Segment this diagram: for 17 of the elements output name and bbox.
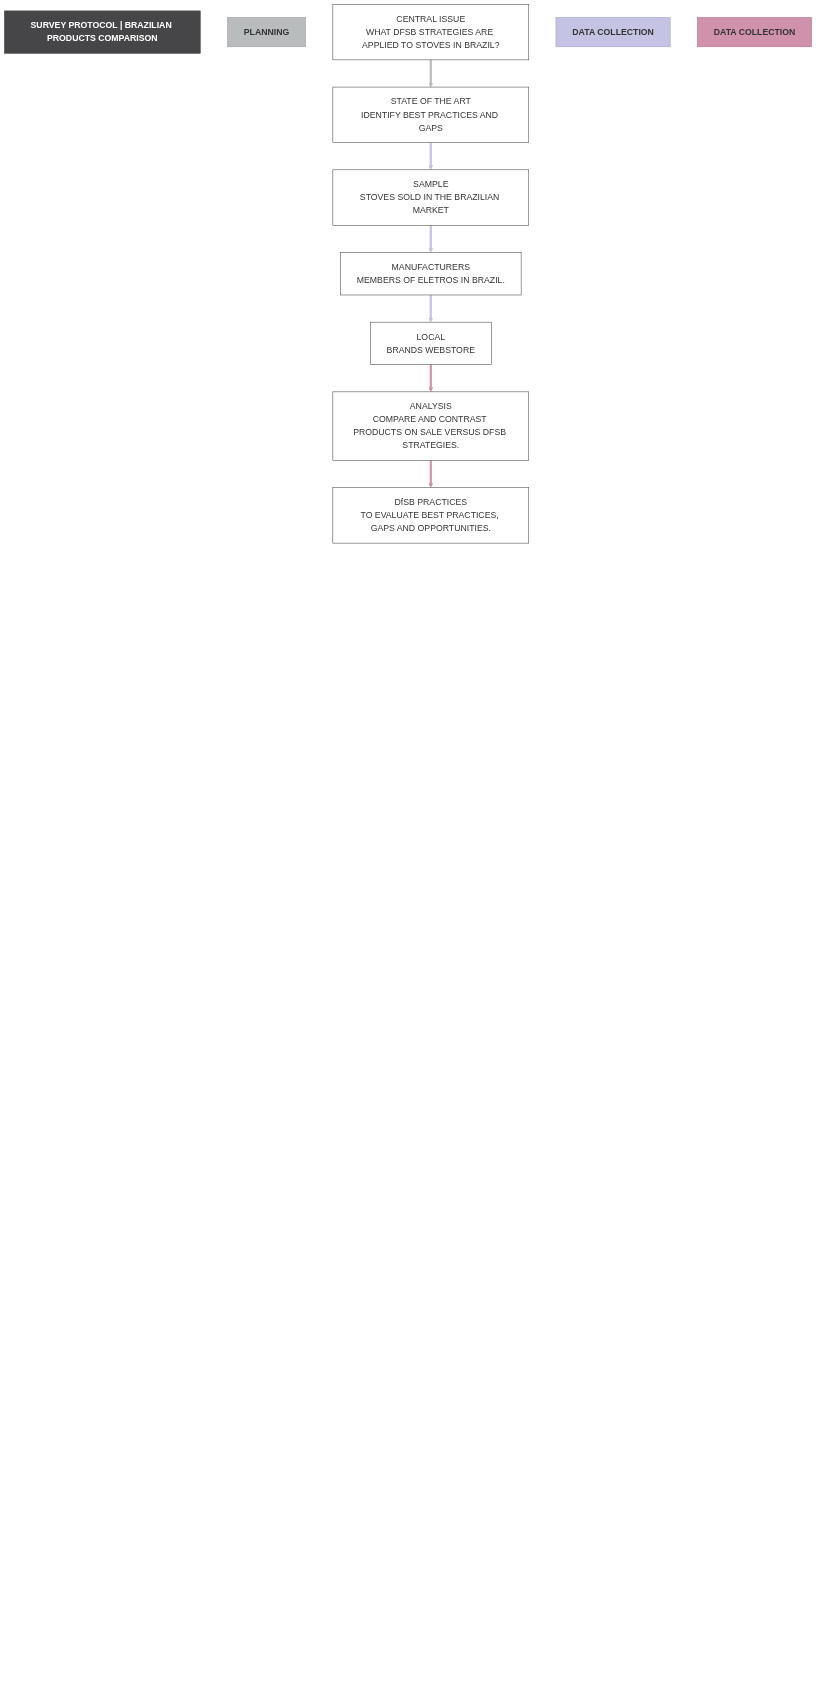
node-box: ANALYSIS COMPARE AND CONTRAST PRODUCTS ON SALE VERSUS DFSB STRATEGIES. <box>332 391 529 461</box>
node-box: PLANNING <box>227 17 306 48</box>
node-box: DfSB PRACTICES TO EVALUATE BEST PRACTICES, GAPS AND OPPORTUNITIES. <box>332 487 529 544</box>
arrow <box>428 142 434 170</box>
arrow <box>428 294 434 323</box>
node-box: SURVEY PROTOCOL | BRAZILIAN PRODUCTS COMPARISON <box>4 10 201 54</box>
node-box: LOCAL BRANDS WEBSTORE <box>370 321 492 365</box>
arrow <box>428 59 434 88</box>
node-box: DATA COLLECTION <box>555 17 671 48</box>
node-box: CENTRAL ISSUE WHAT DFSB STRATEGIES ARE APPLIED TO STOVES IN BRAZIL? <box>332 4 529 61</box>
node-box: SAMPLE STOVES SOLD IN THE BRAZILIAN MARKET <box>332 169 529 226</box>
arrow <box>428 460 434 488</box>
node-box: MANUFACTURERS MEMBERS OF ELETROS IN BRAZIL. <box>340 252 522 296</box>
arrow <box>428 225 434 253</box>
arrow <box>428 364 434 393</box>
node-box: STATE OF THE ART IDENTIFY BEST PRACTICES AND GAPS <box>332 86 529 143</box>
node-box: DATA COLLECTION <box>697 17 812 48</box>
